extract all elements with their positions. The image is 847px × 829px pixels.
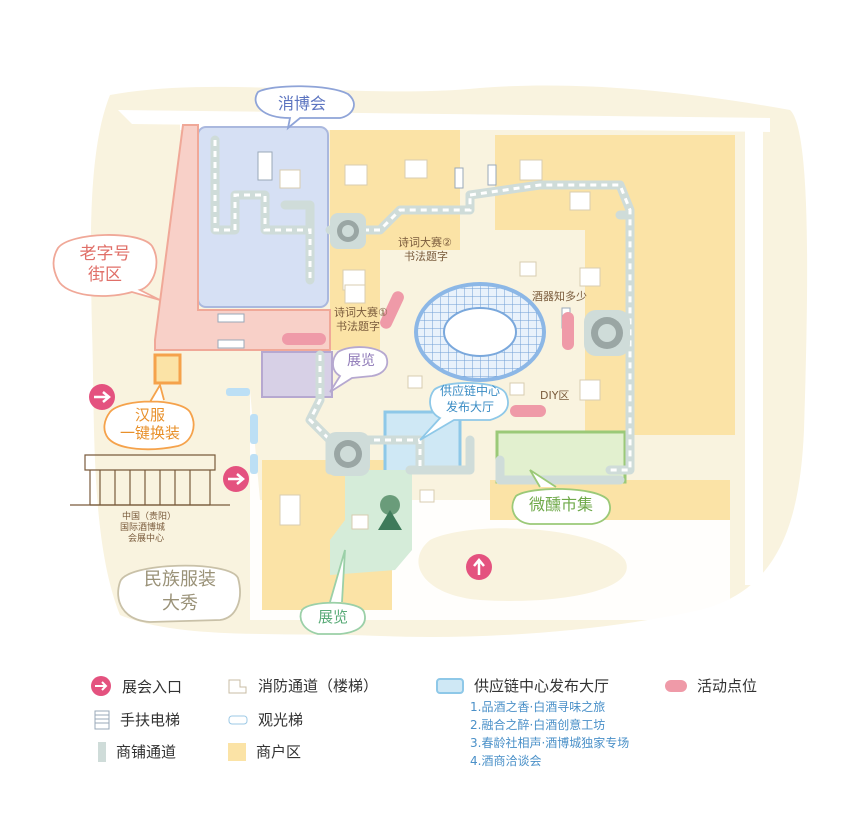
- roundabouts: [326, 213, 630, 476]
- legend-fire-exit: 消防通道（楼梯）: [228, 675, 378, 696]
- escalator-icon: [94, 710, 110, 729]
- hanfu-booth: [153, 353, 182, 385]
- legend-escalator: 手扶电梯: [94, 709, 180, 730]
- supply-event-3: 3.春龄社相声·酒博城独家专场: [470, 736, 630, 750]
- passage-swatch: [98, 741, 106, 762]
- laozihao-street: [154, 124, 331, 351]
- legend-activity-label: 活动点位: [697, 677, 758, 695]
- supply-event-4: 4.酒商洽谈会: [470, 754, 542, 768]
- legend-activity: 活动点位: [665, 675, 757, 696]
- legend-merchant: 商户区: [228, 741, 301, 762]
- bubble-zhanlan-bottom: [299, 549, 366, 635]
- elevator-icon: [228, 715, 248, 724]
- legend-shop-passage: 商铺通道: [98, 741, 176, 762]
- building-label-1: 中国（贵阳）: [122, 512, 177, 522]
- fire-exits: [279, 159, 601, 530]
- legend: 展会入口 手扶电梯 商铺通道 消防通道（楼梯） 观光梯 商户区 供应链中心发布大…: [0, 660, 847, 829]
- supply-hall-swatch: [436, 677, 464, 694]
- entrance-west-2[interactable]: [223, 466, 249, 492]
- legend-elevator: 观光梯: [228, 709, 303, 730]
- label-poetry2-2: 书法题字: [404, 250, 448, 263]
- label-hanfu-2: 一键换装: [119, 424, 180, 442]
- label-laozihao-1: 老字号: [79, 244, 131, 264]
- legend-fire-exit-label: 消防通道（楼梯）: [258, 677, 379, 695]
- label-hanfu-1: 汉服: [134, 406, 165, 424]
- label-weixun: 微醺市集: [528, 495, 593, 514]
- bubble-xiaobohui: [254, 85, 355, 131]
- exhibit-figure: [380, 495, 400, 515]
- entrance-west-1[interactable]: [89, 384, 115, 410]
- bubble-weixun: [511, 469, 611, 525]
- bubble-laozihao: [52, 234, 161, 301]
- bubble-hanfu: [103, 382, 195, 451]
- label-minzu-1: 民族服装: [144, 569, 216, 590]
- legend-shop-passage-label: 商铺通道: [116, 743, 177, 761]
- activity-swatch: [665, 679, 687, 692]
- bubble-zhanlan-top: [329, 346, 389, 393]
- activity-points: [282, 291, 574, 417]
- bubble-supply: [419, 382, 509, 441]
- label-poetry2-1: 诗词大赛②: [398, 236, 452, 249]
- label-minzu-2: 大秀: [162, 593, 198, 614]
- legend-supply-hall: 供应链中心发布大厅: [436, 675, 609, 696]
- label-supply-1: 供应链中心: [439, 384, 500, 398]
- legend-entrance: 展会入口: [90, 675, 182, 697]
- right-corridor: [745, 125, 763, 585]
- entrance-south[interactable]: [466, 554, 492, 580]
- bubble-minzu: [117, 564, 241, 623]
- venue-map: [52, 85, 808, 637]
- label-laozihao-2: 街区: [88, 265, 122, 285]
- merchant-swatch: [228, 742, 246, 761]
- building-label-3: 会展中心: [128, 534, 165, 544]
- weixun-market: [495, 430, 627, 484]
- label-zhanlan-top: 展览: [347, 353, 375, 369]
- label-zhanlan-bottom: 展览: [317, 608, 348, 626]
- legend-escalator-label: 手扶电梯: [120, 711, 181, 729]
- elevators: [226, 388, 258, 474]
- label-diy: DIY区: [540, 389, 570, 402]
- central-stadium: [414, 282, 546, 382]
- lower-plaza: [418, 528, 627, 601]
- label-xiaobohui: 消博会: [277, 94, 326, 113]
- supply-event-2: 2.融合之醉·白酒创意工坊: [470, 718, 606, 732]
- legend-elevator-label: 观光梯: [258, 711, 304, 729]
- supply-event-1: 1.品酒之香·白酒寻味之旅: [470, 700, 606, 714]
- legend-supply-hall-label: 供应链中心发布大厅: [474, 677, 610, 695]
- label-supply-2: 发布大厅: [445, 400, 494, 414]
- label-poetry1-1: 诗词大赛①: [334, 306, 388, 319]
- fire-exit-icon: [228, 679, 247, 693]
- legend-merchant-label: 商户区: [256, 743, 302, 761]
- building-label-2: 国际酒博城: [120, 523, 166, 533]
- label-wine-knowledge: 酒器知多少: [532, 290, 587, 303]
- legend-entrance-label: 展会入口: [122, 677, 183, 696]
- label-poetry1-2: 书法题字: [336, 320, 380, 333]
- entrance-icon: [91, 676, 111, 696]
- convention-center: [70, 454, 230, 506]
